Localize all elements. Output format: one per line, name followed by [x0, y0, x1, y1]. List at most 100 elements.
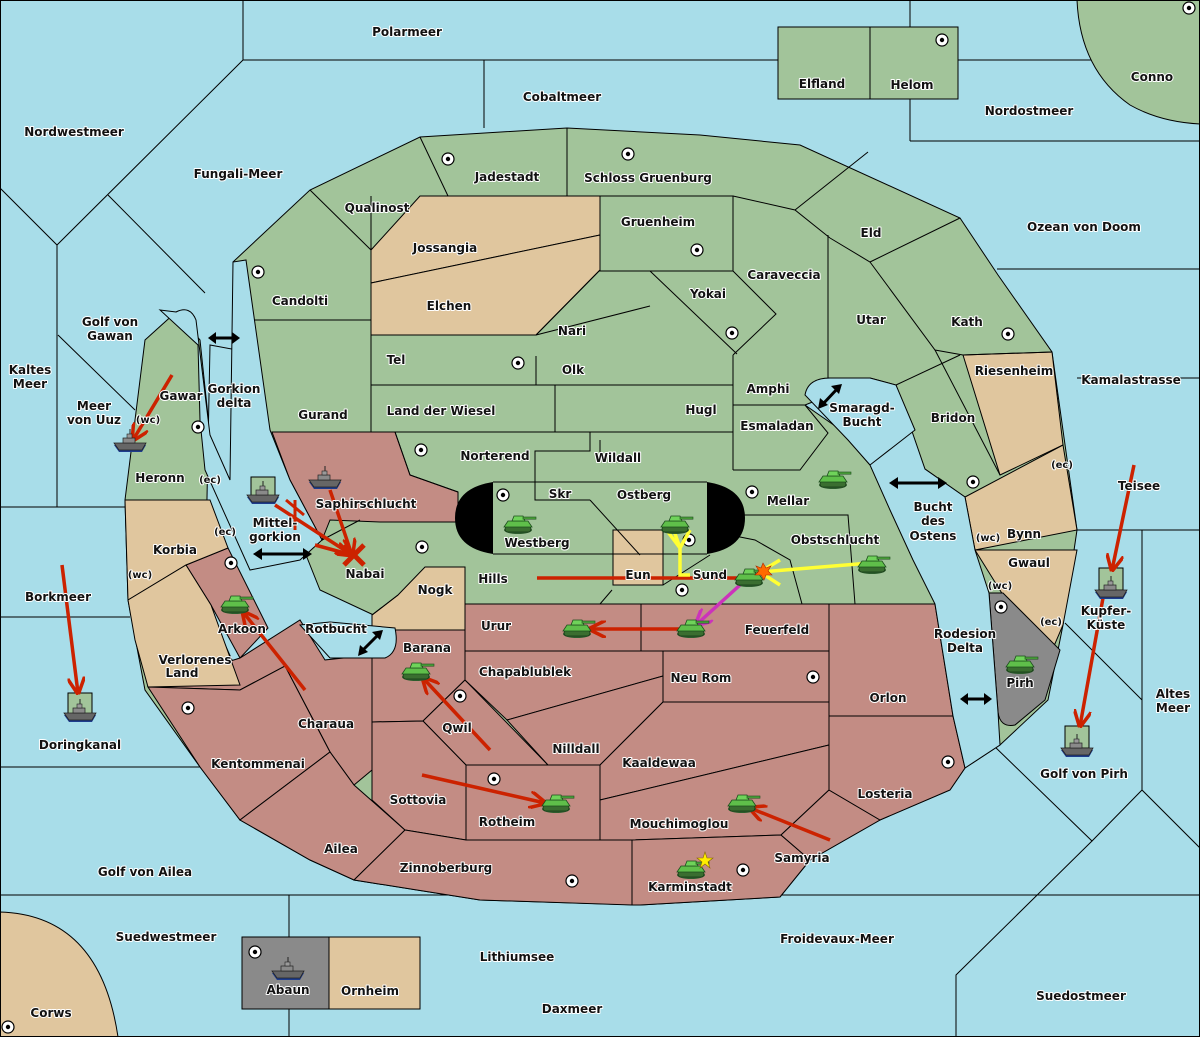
label-neu-rom: Neu Rom: [671, 671, 732, 685]
move-order-arrow: [1080, 597, 1105, 726]
explosion-icon: [754, 562, 773, 581]
coast-labels: (wc) (ec) (ec) (wc) (ec) (wc) (wc) (ec): [127, 414, 1074, 629]
label-coast-wc: (wc): [988, 581, 1012, 592]
label-kaltes-meer: Meer: [13, 377, 47, 391]
label-golf-von-ailea: Golf von Ailea: [98, 865, 192, 879]
label-meer-von-uuz: Meer: [77, 399, 111, 413]
label-westberg: Westberg: [504, 536, 569, 550]
supply-center-icon: [441, 152, 455, 166]
central-mountain: [455, 481, 745, 555]
label-coast-wc: (wc): [136, 415, 160, 426]
region-elfland[interactable]: [777, 26, 871, 100]
label-nari: Nari: [558, 324, 586, 338]
label-mittelgorkion: gorkion: [249, 530, 301, 544]
label-golf-von-pirh: Golf von Pirh: [1040, 767, 1128, 781]
supply-center-icon: [690, 243, 704, 257]
label-eld: Eld: [861, 226, 882, 240]
supply-center-icon: [621, 147, 635, 161]
label-coast-wc: (wc): [976, 533, 1000, 544]
region-ornheim[interactable]: [328, 936, 421, 1010]
label-bucht-des-ostens: Ostens: [910, 529, 957, 543]
label-arkoon: Arkoon: [218, 622, 266, 636]
label-daxmeer: Daxmeer: [542, 1002, 603, 1016]
label-amphi: Amphi: [746, 382, 789, 396]
label-nilldall: Nilldall: [552, 742, 599, 756]
supply-center-icon: [496, 488, 510, 502]
label-obstschlucht: Obstschlucht: [791, 533, 880, 547]
double-arrow-icon: [208, 332, 240, 344]
region-eun[interactable]: [612, 529, 664, 586]
label-ornheim: Ornheim: [341, 984, 399, 998]
region-verlorenes-land[interactable]: [127, 564, 241, 688]
label-kaaldewaa: Kaaldewaa: [622, 756, 696, 770]
supply-center-icon: [414, 443, 428, 457]
supply-center-icon: [511, 356, 525, 370]
label-esmaladan: Esmaladan: [740, 419, 813, 433]
label-kaltes-meer: Kaltes: [9, 363, 52, 377]
label-coast-ec: (ec): [1051, 460, 1073, 471]
supply-center-icon: [487, 772, 501, 786]
label-gurand: Gurand: [298, 408, 348, 422]
label-verlorenes-land: Verlorenes: [159, 653, 232, 667]
label-cobaltmeer: Cobaltmeer: [523, 90, 601, 104]
label-kupfer-kueste: Küste: [1087, 618, 1126, 632]
label-candolti: Candolti: [272, 294, 328, 308]
label-urur: Urur: [481, 619, 511, 633]
label-gawar: Gawar: [159, 389, 202, 403]
label-coast-ec: (ec): [199, 475, 221, 486]
label-bynn: Bynn: [1007, 527, 1041, 541]
label-polarmeer: Polarmeer: [372, 25, 442, 39]
region-corws[interactable]: [0, 911, 119, 1037]
region-gwaul[interactable]: [974, 549, 1078, 662]
label-samyria: Samyria: [774, 851, 829, 865]
label-altes-meer: Altes: [1156, 687, 1190, 701]
label-nogk: Nogk: [418, 583, 454, 597]
label-nordwestmeer: Nordwestmeer: [24, 125, 124, 139]
supply-center-icon: [1182, 1, 1196, 15]
label-coast-ec: (ec): [1040, 617, 1062, 628]
orders: [60, 374, 1136, 842]
label-caraveccia: Caraveccia: [747, 268, 820, 282]
support-order-line: [666, 527, 692, 577]
label-qualinost: Qualinost: [345, 201, 410, 215]
move-order-arrow: [274, 503, 352, 555]
label-coast-ec: (ec): [214, 527, 236, 538]
double-arrow-icon: [358, 630, 383, 656]
supply-center-icon: [224, 556, 238, 570]
failed-order-x-icon: [342, 543, 366, 567]
label-golf-von-gawan: Golf von: [82, 315, 138, 329]
supply-center-icon: [941, 755, 955, 769]
label-mellar: Mellar: [767, 494, 809, 508]
sea-labels: Polarmeer Cobaltmeer Nordwestmeer Fungal…: [8, 24, 1191, 1017]
label-qwil: Qwil: [442, 721, 472, 735]
label-golf-von-gawan: Gawan: [87, 329, 133, 343]
label-suedostmeer: Suedostmeer: [1036, 989, 1126, 1003]
label-gwaul: Gwaul: [1008, 556, 1050, 570]
label-gruenheim: Gruenheim: [621, 215, 695, 229]
support-order-line: [314, 543, 353, 557]
label-bucht-des-ostens: des: [921, 514, 945, 528]
region-conno[interactable]: [1076, 0, 1200, 125]
label-kamalastrasse: Kamalastrasse: [1081, 373, 1181, 387]
supply-center-icon: [806, 670, 820, 684]
label-hills: Hills: [478, 572, 508, 586]
supply-center-icon: [994, 600, 1008, 614]
label-rotbucht: Rotbucht: [305, 622, 367, 636]
label-eun: Eun: [625, 568, 650, 582]
label-conno: Conno: [1131, 70, 1173, 84]
label-nabai: Nabai: [346, 567, 385, 581]
label-korbia: Korbia: [153, 543, 197, 557]
label-coast-wc: (wc): [128, 570, 152, 581]
label-ostberg: Ostberg: [617, 488, 671, 502]
label-ailea: Ailea: [324, 842, 358, 856]
label-hugl: Hugl: [685, 403, 716, 417]
label-heronn: Heronn: [135, 471, 184, 485]
label-riesenheim: Riesenheim: [975, 364, 1054, 378]
double-arrow-icon: [960, 693, 992, 705]
label-fungali-meer: Fungali-Meer: [194, 167, 283, 181]
label-charaua: Charaua: [298, 717, 354, 731]
label-kath: Kath: [951, 315, 983, 329]
region-korbia[interactable]: [124, 499, 229, 601]
label-doringkanal: Doringkanal: [39, 738, 121, 752]
